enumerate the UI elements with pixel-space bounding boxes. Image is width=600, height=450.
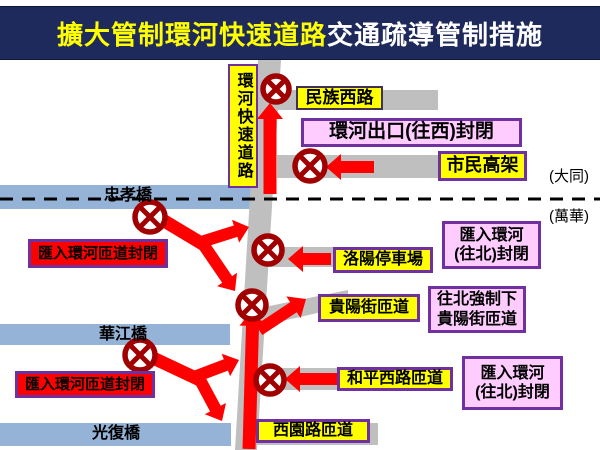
diversion-arrow-stem [148, 351, 205, 387]
no-entry-cross [137, 204, 163, 230]
no-entry-icon [132, 199, 168, 235]
district-label-wanhua: (萬華) [549, 208, 589, 225]
diversion-arrow-branch [196, 219, 249, 249]
bridge-label-huajiang: 華江橋 [98, 326, 147, 344]
closure-box-merge-ramp-1: 匯入環河匝道封閉 [28, 239, 168, 268]
diversion-arrow-branch [193, 375, 226, 421]
no-entry-icon [251, 233, 285, 267]
bridge-label-zhongxiao: 忠孝橋 [103, 187, 152, 205]
road-label-xiyuan: 西園路匝道 [256, 419, 370, 443]
left-arrow [285, 366, 338, 392]
expressway-label: 環河快速道路 [228, 64, 258, 188]
no-entry-icon [235, 288, 269, 322]
no-entry-cross [256, 238, 280, 262]
closure-note-merge-north-bottom-line1: 匯入環河 [480, 364, 545, 382]
closure-note-force-down-line1: 往北強制下 [436, 291, 517, 309]
no-entry-cross [297, 153, 323, 179]
no-entry-cross [127, 342, 153, 368]
closure-note-force-down-line2: 貴陽街匝道 [436, 310, 517, 328]
bridge-band-guangfu [0, 423, 231, 446]
bridge-band-huajiang [0, 324, 230, 345]
no-entry-icon [253, 363, 287, 397]
page-title-highlight: 擴大管制環河快速道路 [56, 19, 327, 50]
closure-note-merge-north-top: 匯入環河 (往北)封閉 [442, 221, 541, 269]
road-label-guiyang: 貴陽街匝道 [318, 294, 420, 322]
bridge-band-zhongxiao [0, 185, 256, 209]
up-arrow [239, 310, 266, 450]
closure-note-force-down-guiyang: 往北強制下 貴陽街匝道 [428, 286, 526, 333]
northeast-arrow [255, 296, 306, 335]
no-entry-icon [292, 148, 328, 184]
no-entry-icon [122, 337, 158, 373]
road-label-luoyang: 洛陽停車場 [333, 247, 433, 273]
no-entry-cross [240, 293, 264, 317]
district-label-datong: (大同) [549, 168, 589, 185]
closure-note-huanhe-exit: 環河出口(往西)封閉 [301, 118, 522, 147]
road-label-minzu: 民族西路 [296, 86, 383, 110]
closure-box-merge-ramp-2: 匯入環河匝道封閉 [15, 371, 155, 398]
left-arrow [288, 246, 331, 272]
no-entry-icon [260, 73, 292, 105]
road-label-heping: 和平西路匝道 [337, 367, 453, 391]
closure-note-merge-north-top-line1: 匯入環河 [459, 226, 524, 244]
diversion-arrow-branch [198, 240, 237, 291]
page-title-rest: 交通疏導管制措施 [327, 19, 544, 50]
title-bar: 擴大管制環河快速道路交通疏導管制措施 [0, 6, 600, 60]
road-label-shimin: 市民高架 [438, 151, 527, 181]
diversion-arrow-branch [191, 353, 239, 383]
up-arrow [257, 103, 283, 194]
closure-note-merge-north-top-line2: (往北)封閉 [454, 246, 529, 263]
closure-note-merge-north-bottom-line2: (往北)封閉 [475, 384, 550, 401]
no-entry-cross [265, 78, 287, 100]
bridge-label-guangfu: 光復橋 [91, 425, 140, 443]
no-entry-cross [258, 368, 282, 392]
closure-note-merge-north-bottom: 匯入環河 (往北)封閉 [462, 356, 563, 410]
left-arrow [326, 154, 374, 180]
